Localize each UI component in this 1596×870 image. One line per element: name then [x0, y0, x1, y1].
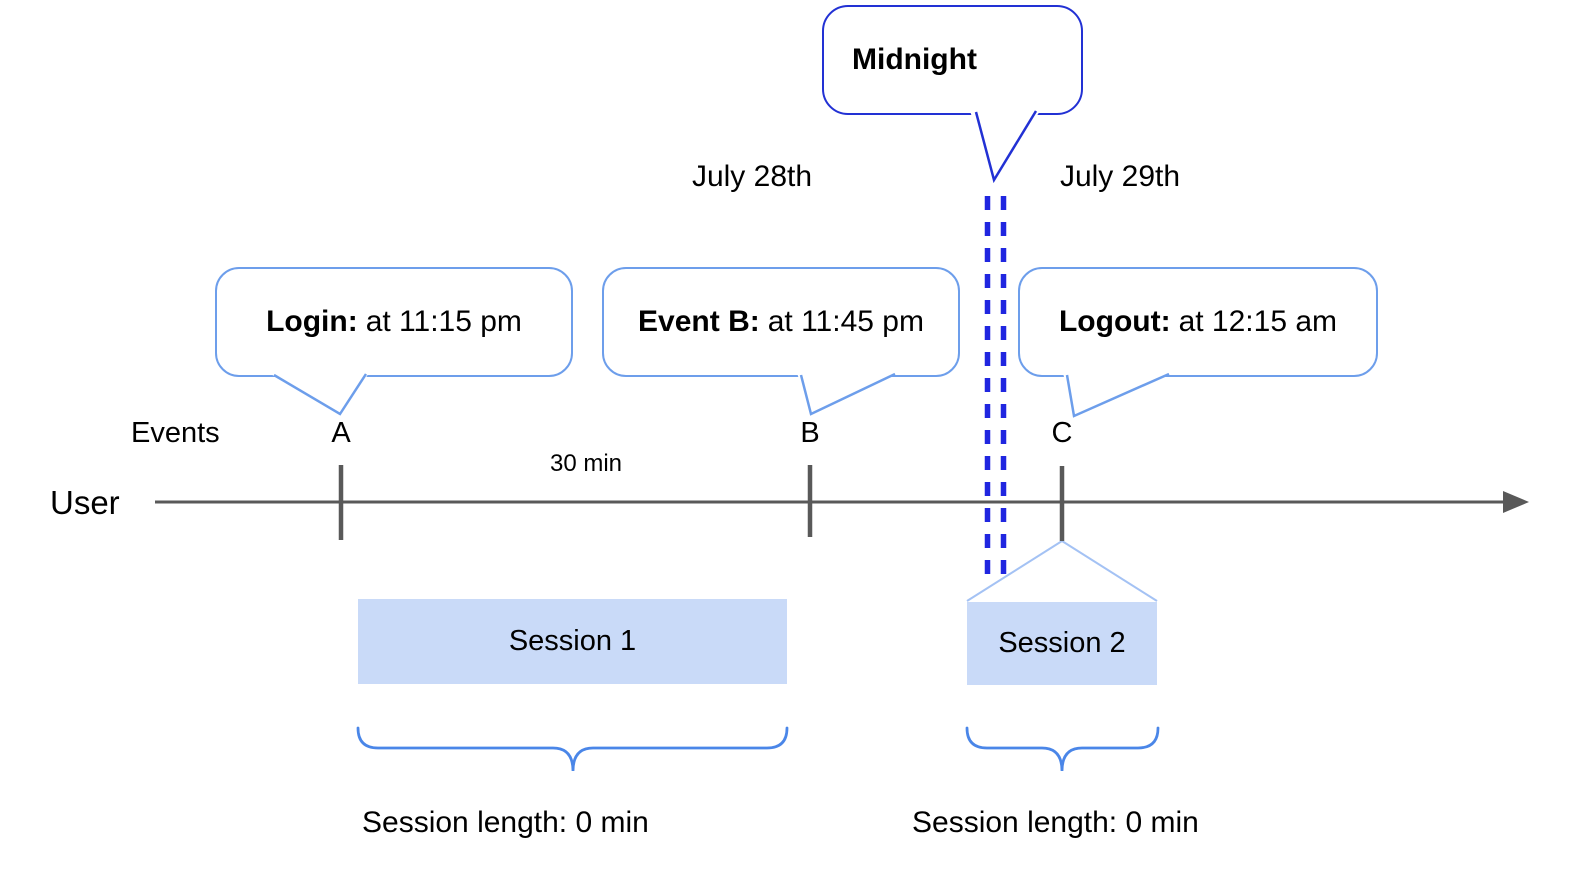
login-callout: Login:at 11:15 pm — [215, 267, 573, 377]
login-callout-tail — [269, 373, 369, 415]
event-marker-b: B — [800, 417, 820, 449]
login-callout-time: at 11:15 pm — [365, 305, 522, 338]
session-2-label: Session 2 — [998, 627, 1126, 659]
logout-callout-time: at 12:15 am — [1178, 305, 1338, 338]
midnight-label: Midnight — [852, 43, 977, 76]
session-2-expand-line-right — [1061, 540, 1158, 602]
logout-callout-title: Logout: — [1058, 305, 1171, 338]
event-b-callout-title: Event B: — [638, 305, 760, 338]
login-callout-tail-outline — [273, 373, 368, 416]
session-1-brace — [356, 726, 789, 772]
session-2-box: Session 2 — [967, 602, 1157, 685]
events-axis-label: Events — [131, 417, 220, 449]
logout-callout-tail-outline — [1065, 372, 1170, 418]
logout-callout: Logout:at 12:15 am — [1018, 267, 1378, 377]
event-b-callout-tail-outline — [799, 372, 896, 416]
session-2-brace — [965, 726, 1160, 772]
midnight-callout: Midnight — [822, 5, 1083, 115]
event-b-callout-tail — [797, 373, 899, 415]
date-label-july-28: July 28th — [691, 160, 813, 193]
session-1-box: Session 1 — [358, 599, 787, 684]
session-1-length-label: Session length: 0 min — [362, 806, 649, 839]
session-1-label: Session 1 — [508, 625, 637, 657]
event-b-callout: Event B:at 11:45 pm — [602, 267, 960, 377]
session-2-length-label: Session length: 0 min — [912, 806, 1199, 839]
event-b-callout-time: at 11:45 pm — [767, 305, 924, 338]
interval-label-30min: 30 min — [549, 450, 623, 477]
session-2-expand-line-left — [966, 540, 1063, 602]
event-marker-a: A — [331, 417, 351, 449]
date-label-july-29: July 29th — [1059, 160, 1181, 193]
timeline-arrowhead-icon — [1503, 491, 1529, 513]
event-marker-c: C — [1051, 417, 1073, 449]
logout-callout-tail — [1063, 373, 1173, 417]
login-callout-title: Login: — [266, 305, 358, 338]
user-axis-label: User — [50, 484, 120, 521]
